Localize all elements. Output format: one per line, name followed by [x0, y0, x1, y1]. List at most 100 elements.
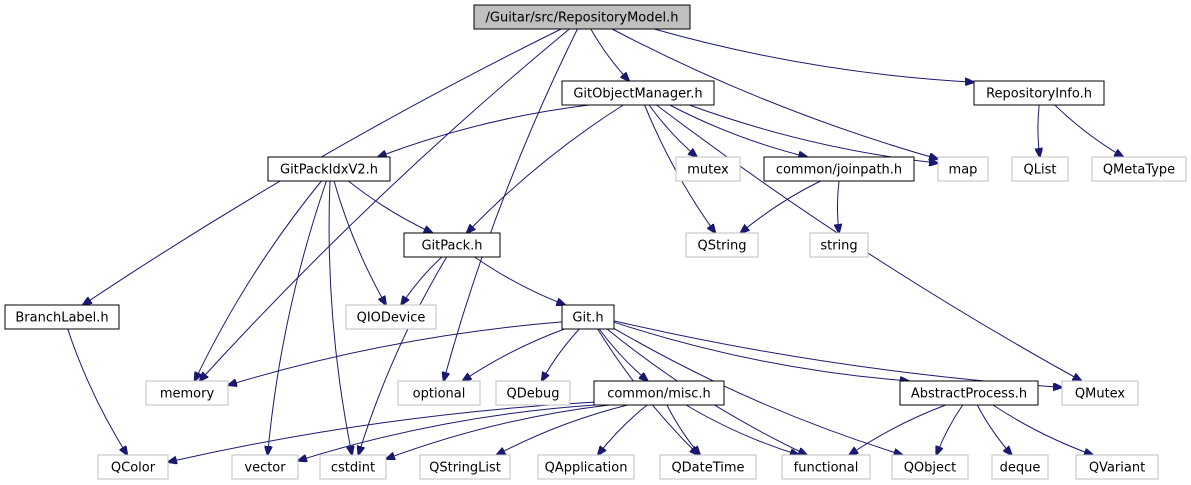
node-misc-label: common/misc.h: [607, 387, 711, 402]
node-gitobjectmanager-box[interactable]: [561, 80, 715, 106]
edge-gitpackidxv2-to-gitpack: [348, 180, 432, 233]
node-cstdint-box: [319, 454, 387, 480]
node-qlist-label: QList: [1024, 163, 1057, 178]
edge-misc-to-vector: [298, 404, 596, 461]
edge-git-to-qdebug: [542, 328, 580, 381]
node-git[interactable]: Git.h: [561, 304, 615, 330]
node-qmutex: QMutex: [1061, 380, 1139, 406]
edge-root-to-gitobjectmanager: [590, 28, 629, 81]
node-gitpack-box[interactable]: [403, 232, 501, 258]
node-gitpackidxv2[interactable]: GitPackIdxV2.h: [267, 156, 391, 182]
edge-git-to-misc: [598, 328, 648, 381]
edge-misc-to-qcolor: [168, 401, 595, 462]
node-functional-label: functional: [794, 461, 859, 476]
node-qvariant: QVariant: [1075, 454, 1159, 480]
node-vector-label: vector: [244, 461, 286, 476]
node-abstractprocess[interactable]: AbstractProcess.h: [899, 380, 1039, 406]
edge-git-to-memory: [228, 321, 563, 385]
edge-root-to-optional: [444, 28, 578, 381]
node-qstringlist-label: QStringList: [429, 461, 501, 476]
edge-git-to-optional: [463, 328, 565, 381]
edge-gitobjectmanager-to-gitpackidxv2: [378, 104, 590, 157]
node-qcolor-box: [97, 454, 169, 480]
edge-abstractprocess-to-functional: [849, 404, 946, 455]
node-deque-box: [991, 454, 1049, 480]
node-root-label: /Guitar/src/RepositoryModel.h: [486, 11, 679, 26]
edge-root-to-map: [611, 28, 938, 159]
node-cstdint: cstdint: [319, 454, 387, 480]
node-optional-label: optional: [413, 387, 466, 402]
node-repositoryinfo[interactable]: RepositoryInfo.h: [973, 80, 1105, 106]
edge-gitpack-to-qiodevice: [401, 256, 443, 305]
node-map: map: [937, 156, 989, 182]
edge-gitpackidxv2-to-memory: [195, 180, 322, 381]
edge-git-to-qobject: [613, 327, 903, 455]
node-qdebug-label: QDebug: [507, 387, 560, 402]
node-qdatetime: QDateTime: [659, 454, 757, 480]
node-qobject-box: [891, 454, 969, 480]
edge-git-to-qmutex: [613, 320, 1062, 388]
node-repositoryinfo-box[interactable]: [973, 80, 1105, 106]
edge-misc-to-qdatetime: [666, 404, 700, 455]
edge-misc-to-functional: [685, 404, 799, 455]
node-joinpath[interactable]: common/joinpath.h: [763, 156, 915, 182]
edge-gitpackidxv2-to-qiodevice: [333, 180, 386, 305]
node-branchlabel-box[interactable]: [4, 304, 120, 330]
node-qobject: QObject: [891, 454, 969, 480]
node-string: string: [809, 232, 869, 258]
node-cstdint-label: cstdint: [331, 461, 375, 476]
node-git-box[interactable]: [561, 304, 615, 330]
edge-misc-to-qapplication: [598, 404, 648, 455]
node-abstractprocess-box[interactable]: [899, 380, 1039, 406]
edge-joinpath-to-string: [837, 180, 839, 233]
node-qvariant-label: QVariant: [1089, 461, 1145, 476]
node-deque: deque: [991, 454, 1049, 480]
node-mutex-label: mutex: [687, 163, 729, 178]
node-qmetatype-label: QMetaType: [1103, 163, 1175, 178]
node-gitpack-label: GitPack.h: [421, 239, 482, 254]
node-functional-box: [781, 454, 871, 480]
node-qlist-box: [1011, 156, 1069, 182]
node-gitobjectmanager-label: GitObjectManager.h: [573, 87, 702, 102]
node-qdatetime-label: QDateTime: [671, 461, 744, 476]
edge-gitpackidxv2-to-cstdint: [328, 180, 352, 455]
edge-gitobjectmanager-to-map: [689, 104, 938, 163]
node-memory-box: [145, 380, 229, 406]
node-vector: vector: [231, 454, 299, 480]
node-qmutex-label: QMutex: [1075, 387, 1126, 402]
edge-gitobjectmanager-to-joinpath: [669, 104, 808, 157]
node-deque-label: deque: [1000, 461, 1041, 476]
node-qapplication-box: [537, 454, 635, 480]
node-string-label: string: [820, 239, 857, 254]
node-branchlabel[interactable]: BranchLabel.h: [4, 304, 120, 330]
node-mutex: mutex: [675, 156, 741, 182]
node-misc-box[interactable]: [593, 380, 725, 406]
edge-misc-to-cstdint: [386, 404, 610, 459]
edge-abstractprocess-to-deque: [976, 404, 1011, 455]
node-qstring: QString: [685, 232, 759, 258]
edge-misc-to-qstringlist: [496, 404, 628, 455]
node-map-label: map: [949, 163, 978, 178]
node-misc[interactable]: common/misc.h: [593, 380, 725, 406]
node-gitobjectmanager[interactable]: GitObjectManager.h: [561, 80, 715, 106]
node-qstringlist-box: [419, 454, 511, 480]
node-joinpath-box[interactable]: [763, 156, 915, 182]
node-qobject-label: QObject: [904, 461, 957, 476]
node-memory-label: memory: [160, 387, 215, 402]
node-qcolor-label: QColor: [111, 461, 156, 476]
node-abstractprocess-label: AbstractProcess.h: [911, 387, 1027, 402]
graph-nodes: /Guitar/src/RepositoryModel.hGitObjectMa…: [4, 4, 1187, 480]
node-gitpack[interactable]: GitPack.h: [403, 232, 501, 258]
edge-git-to-abstractprocess: [613, 321, 909, 381]
node-joinpath-label: common/joinpath.h: [776, 163, 902, 178]
node-map-box: [937, 156, 989, 182]
edge-abstractprocess-to-qobject: [936, 404, 964, 455]
node-memory: memory: [145, 380, 229, 406]
node-qapplication-label: QApplication: [545, 461, 628, 476]
node-qdatetime-box: [659, 454, 757, 480]
node-optional-box: [397, 380, 481, 406]
node-gitpackidxv2-box[interactable]: [267, 156, 391, 182]
edge-joinpath-to-qstring: [740, 180, 821, 233]
node-qapplication: QApplication: [537, 454, 635, 480]
